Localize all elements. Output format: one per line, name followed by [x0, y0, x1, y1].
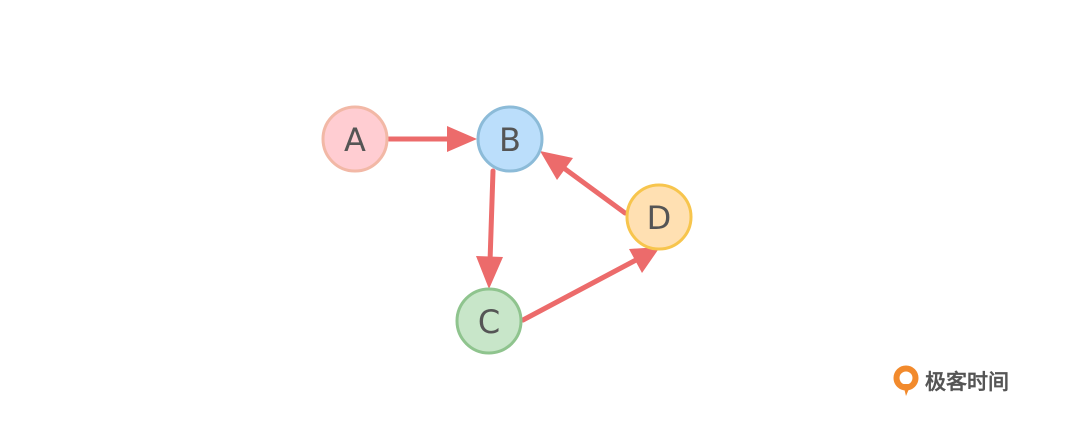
arrowhead — [629, 247, 660, 273]
edge-b-c — [476, 168, 503, 289]
node-d: D — [625, 183, 693, 251]
node-label: A — [344, 121, 366, 159]
node-c: C — [455, 287, 523, 355]
node-a: A — [321, 105, 389, 173]
arrowhead — [540, 151, 573, 180]
node-circle — [625, 183, 693, 251]
node-circle — [455, 287, 523, 355]
node-label: B — [499, 121, 521, 159]
node-b: B — [476, 105, 544, 173]
node-label: C — [478, 303, 500, 341]
node-circle — [321, 105, 389, 173]
node-circle — [476, 105, 544, 173]
geektime-logo-icon — [893, 365, 919, 396]
nodes-layer: A B C D — [321, 105, 693, 355]
node-label: D — [647, 199, 672, 237]
edges-layer — [386, 126, 660, 323]
watermark-text: 极客时间 — [925, 370, 1009, 394]
edge-a-b — [386, 126, 477, 152]
edge-d-b — [540, 151, 628, 216]
geektime-watermark: 极客时间 — [893, 364, 1009, 398]
arrowhead — [476, 256, 503, 289]
edge-c-d — [520, 247, 660, 323]
arrowhead — [447, 126, 477, 152]
